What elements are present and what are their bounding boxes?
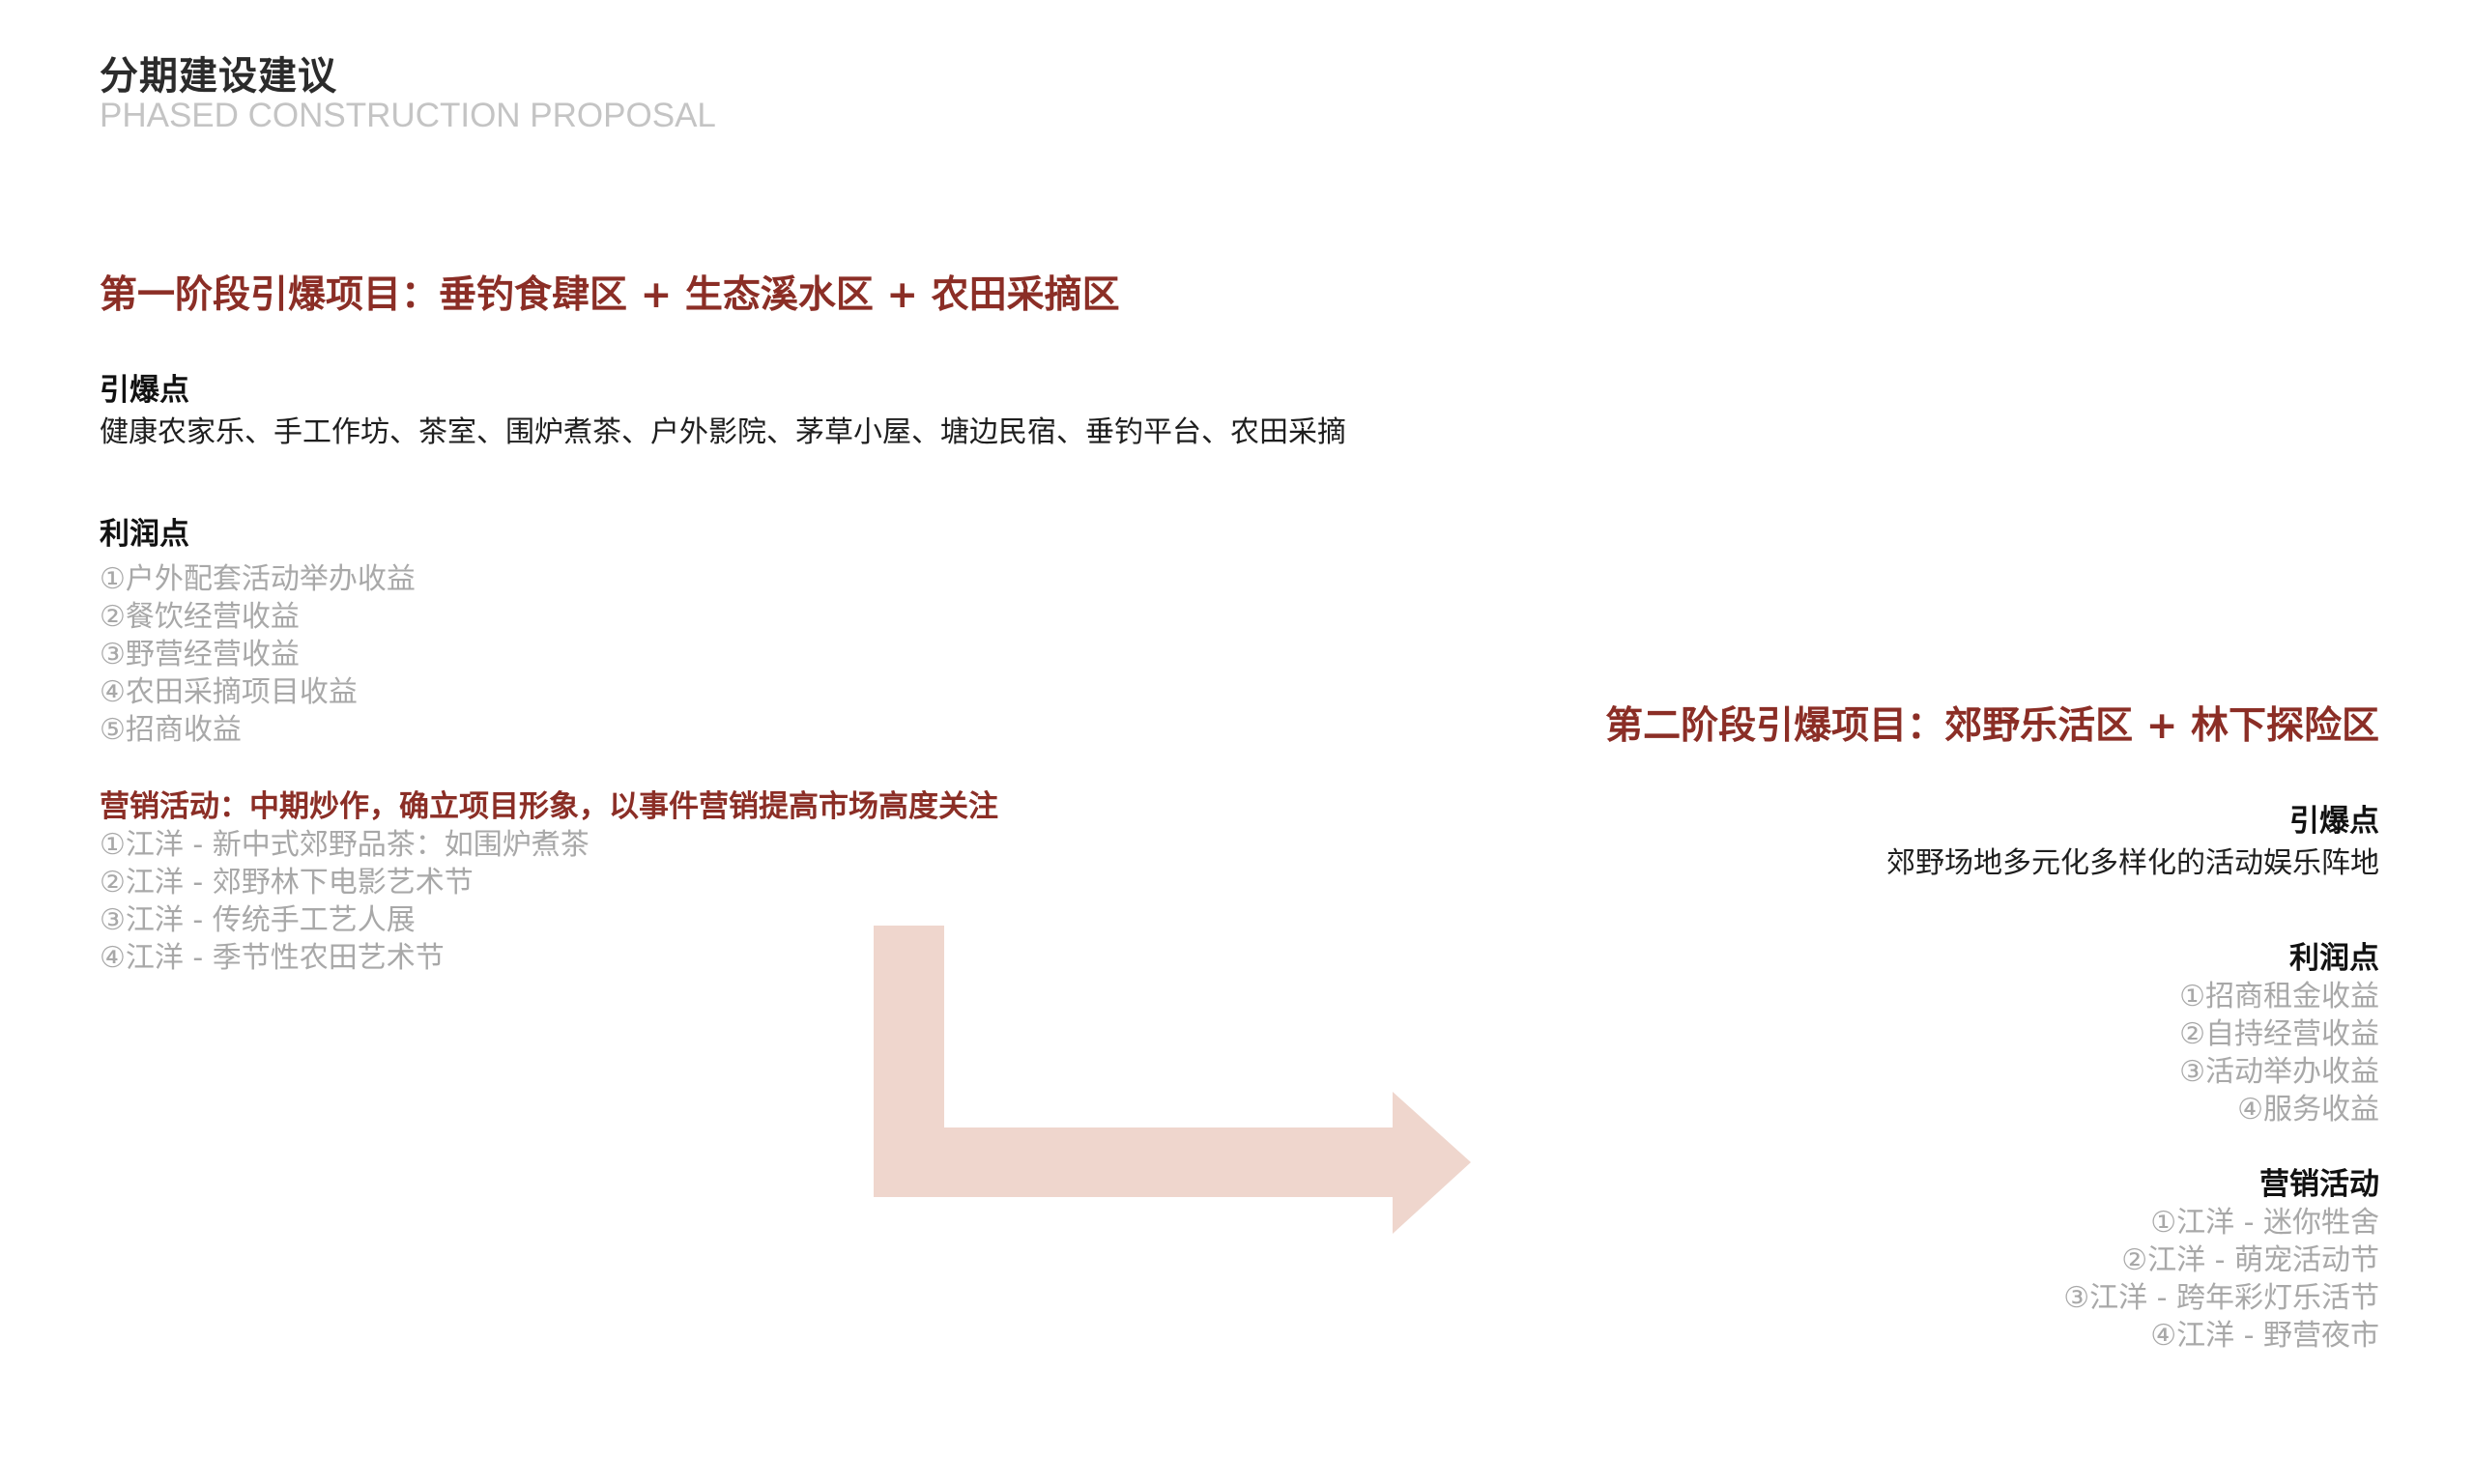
list-item: ①招商租金收益: [2179, 980, 2379, 1013]
phase2-title: 第二阶段引爆项目：郊野乐活区 + 林下探险区: [1605, 704, 2379, 748]
list-item: ③活动举办收益: [2179, 1055, 2379, 1089]
phase1-title: 第一阶段引爆项目：垂钓食肆区 + 生态溪水区 + 农田采摘区: [100, 273, 1120, 317]
page-title: 分期建设建议: [100, 53, 337, 99]
list-item: ⑤招商收益: [100, 713, 242, 747]
phase1-trigger-text: 健康农家乐、手工作坊、茶室、围炉煮茶、户外影院、茅草小屋、塘边民宿、垂钓平台、农…: [100, 415, 1346, 449]
phase1-profit-heading: 利润点: [100, 517, 189, 552]
phase1-marketing-list: ①江洋 - 新中式郊野品茶：如围炉煮茶 ②江洋 - 郊野林下电影艺术节 ③江洋 …: [100, 826, 590, 977]
phase2-trigger-heading: 引爆点: [2289, 804, 2379, 839]
list-item: ④江洋 - 季节性农田艺术节: [100, 941, 445, 975]
list-item: ④江洋 - 野营夜市: [2150, 1319, 2379, 1353]
phase1-marketing-heading: 营销活动：中期炒作，确立项目形象，以事件营销提高市场高度关注: [100, 789, 998, 824]
list-item: ①户外配套活动举办收益: [100, 562, 416, 596]
list-item: ①江洋 - 迷你牲舍: [2150, 1206, 2379, 1240]
list-item: ③江洋 - 跨年彩灯乐活节: [2063, 1281, 2379, 1315]
phase1-profit-list: ①户外配套活动举办收益 ②餐饮经营收益 ③野营经营收益 ④农田采摘项目收益 ⑤招…: [100, 560, 416, 749]
list-item: ③野营经营收益: [100, 638, 300, 671]
page-subtitle: PHASED CONSTRUCTION PROPOSAL: [100, 97, 716, 134]
list-item: ④农田采摘项目收益: [100, 675, 358, 709]
phase1-trigger-heading: 引爆点: [100, 373, 189, 408]
list-item: ②江洋 - 萌宠活动节: [2121, 1243, 2379, 1277]
list-item: ①江洋 - 新中式郊野品茶：如围炉煮茶: [100, 828, 590, 862]
phase2-profit-list: ①招商租金收益 ②自持经营收益 ③活动举办收益 ④服务收益: [2179, 978, 2379, 1128]
phase2-trigger-text: 郊野场地多元化多样化的活动娱乐阵地: [1886, 846, 2379, 880]
list-item: ②江洋 - 郊野林下电影艺术节: [100, 866, 474, 899]
list-item: ③江洋 - 传统手工艺人展: [100, 903, 416, 937]
phase2-profit-heading: 利润点: [2289, 941, 2379, 976]
phase2-marketing-list: ①江洋 - 迷你牲舍 ②江洋 - 萌宠活动节 ③江洋 - 跨年彩灯乐活节 ④江洋…: [2063, 1204, 2379, 1355]
phase2-marketing-heading: 营销活动: [2259, 1167, 2379, 1202]
list-item: ④服务收益: [2237, 1093, 2379, 1127]
list-item: ②自持经营收益: [2179, 1017, 2379, 1051]
list-item: ②餐饮经营收益: [100, 600, 300, 634]
